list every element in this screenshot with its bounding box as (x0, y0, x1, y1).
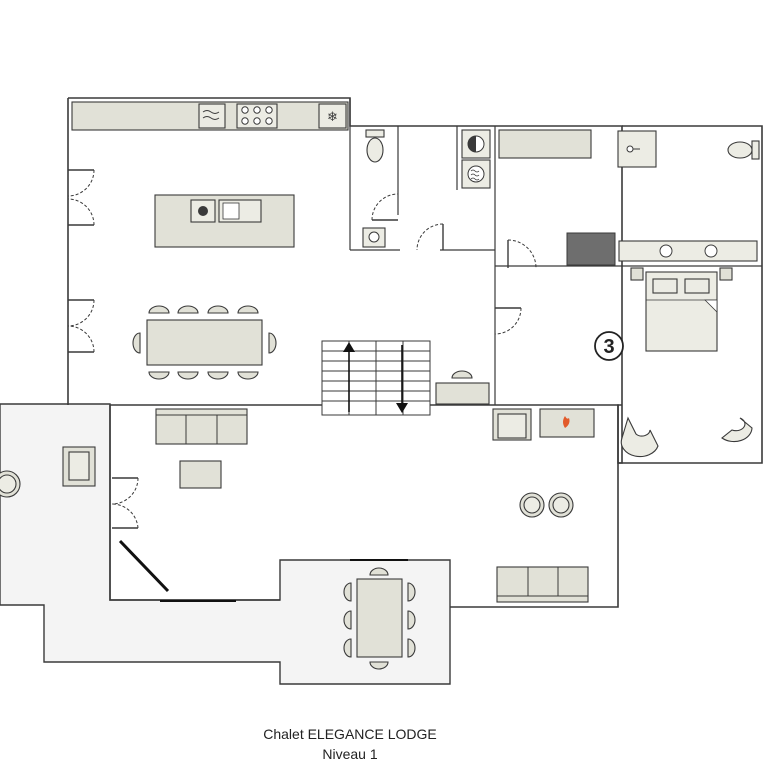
terrace-armchair (62, 446, 96, 487)
desk (435, 382, 490, 405)
bedroom-outer-wall (618, 125, 763, 464)
armchairs (620, 416, 753, 458)
dining-table (146, 319, 263, 366)
plan-subtitle: Niveau 1 (322, 746, 378, 762)
bath-counter (498, 129, 592, 159)
plan-title: Chalet ELEGANCE LODGE (263, 726, 437, 742)
oven-icon (198, 103, 226, 129)
dining-chairs (132, 305, 277, 380)
sofa (155, 408, 248, 445)
coffee-table (179, 460, 222, 489)
freezer-icon (318, 103, 347, 129)
bath-cabinet (566, 232, 616, 266)
west-doors (67, 169, 95, 353)
terrace-chairs (343, 567, 416, 670)
terrace-dining-table (356, 578, 403, 658)
staircase (321, 340, 431, 416)
room-number-badge (594, 331, 624, 361)
room-number: 3 (603, 336, 614, 358)
living-armchair (492, 408, 532, 441)
terrace-doors (111, 477, 408, 602)
double-vanity (618, 240, 758, 262)
svg-text:❄: ❄ (327, 109, 338, 124)
fireplace (539, 408, 595, 438)
sofa-2 (496, 566, 589, 603)
toilet-icon (365, 129, 385, 163)
bath-toilet-icon (727, 140, 760, 160)
